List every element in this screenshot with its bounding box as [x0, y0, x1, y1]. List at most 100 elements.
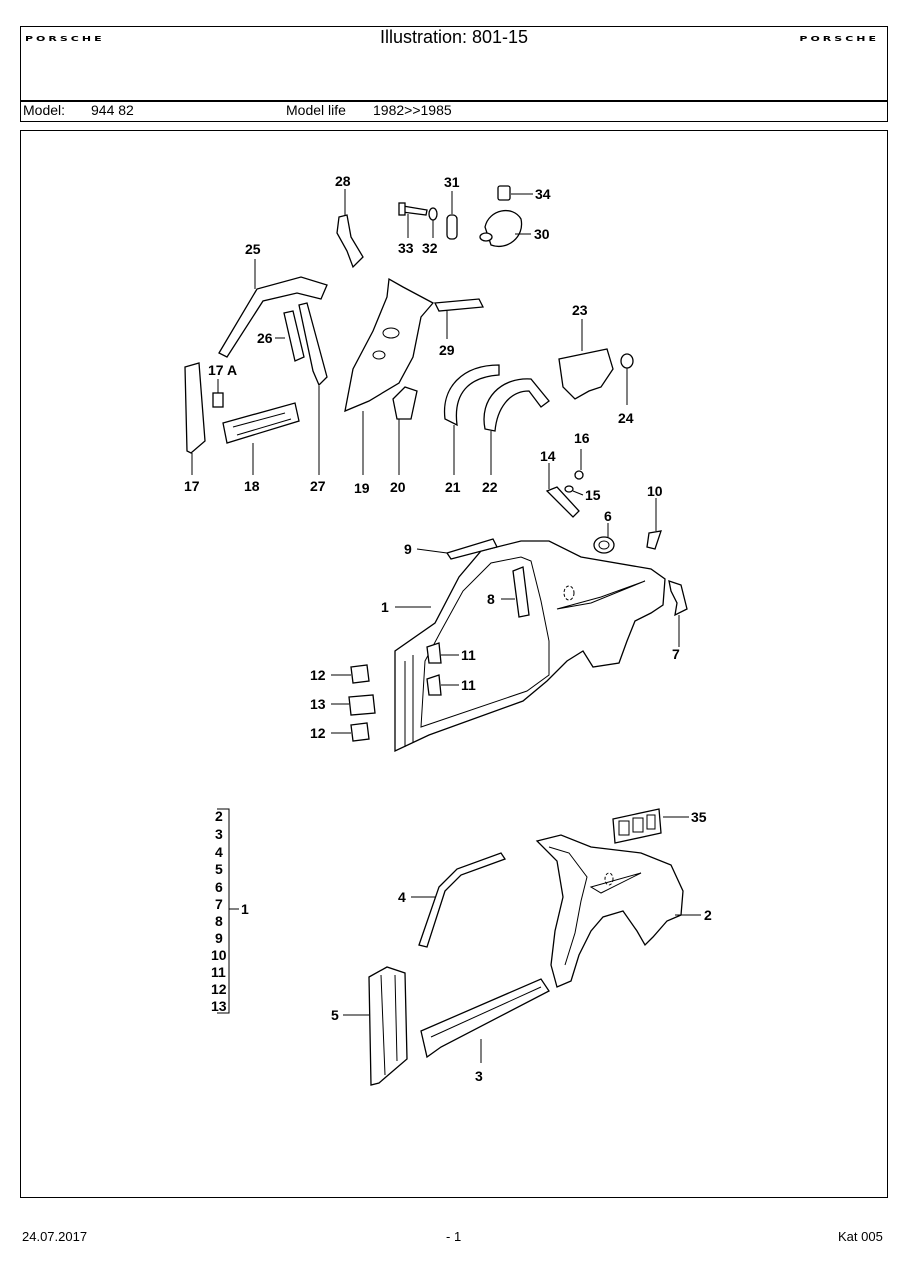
list-item-3: 3	[215, 826, 223, 842]
part-27	[298, 302, 328, 387]
list-item-2: 2	[215, 808, 223, 824]
part-5	[368, 966, 408, 1086]
part-10	[646, 530, 662, 550]
callout-7: 7	[672, 646, 680, 662]
part-14	[545, 486, 580, 518]
model-label: Model:	[23, 102, 66, 118]
callout-11b: 11	[461, 677, 476, 693]
callout-33: 33	[398, 240, 414, 256]
parts-illustration: 28 33 32 31 34 30 25 26 27 17 17 A 18 19…	[184, 173, 712, 1086]
part-9	[445, 538, 498, 560]
callout-22: 22	[482, 479, 498, 495]
part-17a	[212, 392, 224, 408]
part-3	[420, 978, 550, 1059]
callout-32: 32	[422, 240, 438, 256]
part-7	[668, 580, 688, 617]
model-value: 944 82	[91, 102, 134, 118]
callout-27: 27	[310, 478, 326, 494]
brand-logo-left: PORSCHE	[25, 35, 105, 43]
callout-12b: 12	[310, 725, 326, 741]
part-2-quarter-panel	[535, 834, 684, 988]
part-29	[433, 298, 485, 312]
callout-15: 15	[585, 487, 601, 503]
list-item-8: 8	[215, 913, 223, 929]
callout-34: 34	[535, 186, 551, 202]
callout-28: 28	[335, 173, 351, 189]
part-11a	[426, 642, 442, 664]
brand-logo-right: PORSCHE	[799, 35, 879, 43]
part-1-side-panel	[394, 540, 666, 753]
part-34	[497, 185, 511, 201]
callout-1: 1	[381, 599, 389, 615]
callout-17a: 17 A	[208, 362, 237, 378]
page-title: Illustration: 801-15	[379, 27, 529, 47]
list-item-10: 10	[211, 947, 227, 963]
list-item-12: 12	[211, 981, 227, 997]
part-15	[564, 485, 574, 493]
callout-5: 5	[331, 1007, 339, 1023]
callout-18: 18	[244, 478, 260, 494]
callout-11a: 11	[461, 647, 476, 663]
list-item-7: 7	[215, 896, 223, 912]
callout-14: 14	[540, 448, 556, 464]
part-12b	[350, 722, 370, 742]
part-17	[184, 362, 206, 454]
part-8	[512, 566, 530, 618]
callout-31: 31	[444, 174, 460, 190]
callout-19: 19	[354, 480, 370, 496]
list-item-4: 4	[215, 844, 223, 860]
part-28	[336, 214, 364, 269]
part-26	[283, 310, 305, 362]
callout-21: 21	[445, 479, 461, 495]
part-23	[558, 348, 614, 400]
model-life-value: 1982>>1985	[373, 102, 452, 118]
callout-6: 6	[604, 508, 612, 524]
list-item-5: 5	[215, 861, 223, 877]
list-item-6: 6	[215, 879, 223, 895]
part-21	[443, 364, 500, 427]
part-32	[428, 207, 438, 221]
callout-30: 30	[534, 226, 550, 242]
part-25	[218, 276, 328, 358]
part-30	[484, 209, 523, 247]
footer-date: 24.07.2017	[22, 1229, 88, 1244]
part-19	[344, 277, 435, 413]
callout-3: 3	[475, 1068, 483, 1084]
callout-24: 24	[618, 410, 634, 426]
part-12a	[350, 664, 370, 684]
list-item-13: 13	[211, 998, 227, 1014]
callout-13: 13	[310, 696, 326, 712]
part-31	[446, 214, 458, 240]
part-16	[574, 470, 584, 480]
part-20	[392, 386, 418, 420]
part-33	[401, 205, 428, 216]
callout-26: 26	[257, 330, 273, 346]
callout-2: 2	[704, 907, 712, 923]
callout-29: 29	[439, 342, 455, 358]
part-35	[612, 808, 662, 844]
callout-20: 20	[390, 479, 406, 495]
callout-8: 8	[487, 591, 495, 607]
part-22	[483, 378, 550, 432]
part-6	[593, 536, 615, 554]
footer-catalog: Kat 005	[838, 1229, 883, 1244]
callout-35: 35	[691, 809, 707, 825]
part-13	[348, 694, 376, 716]
header: PORSCHE Illustration: 801-15 PORSCHE Mod…	[20, 26, 888, 122]
callout-10: 10	[647, 483, 663, 499]
part-4	[418, 852, 506, 948]
header-divider	[21, 100, 887, 102]
callout-17: 17	[184, 478, 200, 494]
callout-25: 25	[245, 241, 261, 257]
list-item-11: 11	[211, 964, 226, 980]
callout-4: 4	[398, 889, 406, 905]
part-18	[222, 402, 300, 444]
parts-diagram: 28 33 32 31 34 30 25 26 27 17 17 A 18 19…	[20, 130, 888, 1198]
callout-23: 23	[572, 302, 588, 318]
part-11b	[426, 674, 442, 696]
callout-9: 9	[404, 541, 412, 557]
part-24	[620, 353, 634, 369]
list-item-9: 9	[215, 930, 223, 946]
footer-page-number: - 1	[446, 1229, 462, 1244]
list-target-1: 1	[241, 901, 249, 917]
